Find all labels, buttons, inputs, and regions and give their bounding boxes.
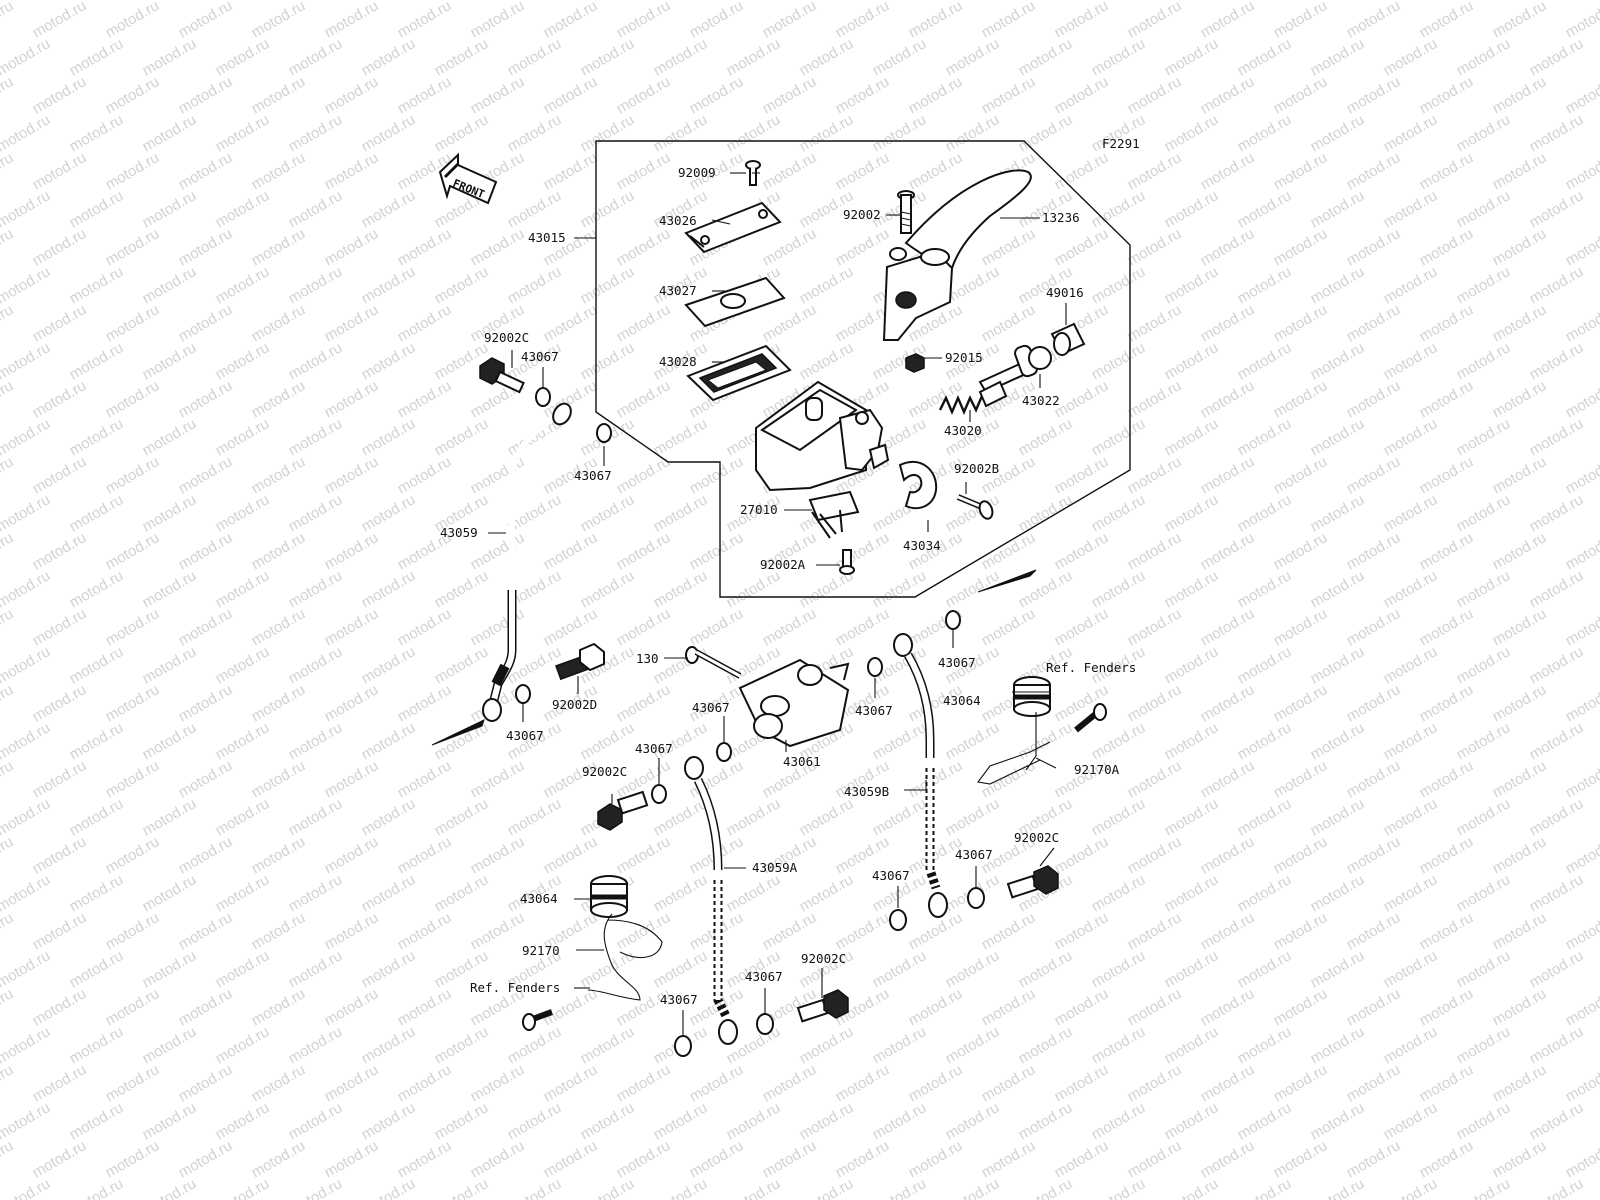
part-screw-92009 xyxy=(745,160,761,186)
part-switch-27010 xyxy=(808,490,860,539)
label-43059A: 43059A xyxy=(752,860,798,875)
front-arrow: FRONT xyxy=(438,152,498,205)
part-washer-43067-g xyxy=(651,784,667,804)
label-92002A: 92002A xyxy=(760,557,806,572)
label-43067-g: 43067 xyxy=(635,741,673,756)
hose-connection-wedge-right xyxy=(977,569,1037,593)
part-washer-43067-c xyxy=(515,684,531,704)
label-43067-l: 43067 xyxy=(745,969,783,984)
label-49016: 49016 xyxy=(1046,285,1084,300)
label-43059: 43059 xyxy=(440,525,478,540)
part-nut-92015 xyxy=(905,353,925,373)
label-43067-b: 43067 xyxy=(574,468,612,483)
label-ref-fenders-left: Ref. Fenders xyxy=(470,980,560,995)
label-92009: 92009 xyxy=(678,165,716,180)
label-43061: 43061 xyxy=(783,754,821,769)
part-washer-43067-i xyxy=(967,887,985,909)
label-43064-right: 43064 xyxy=(943,693,981,708)
label-43034: 43034 xyxy=(903,538,941,553)
part-pin-92002 xyxy=(897,190,915,234)
part-washer-43067-l xyxy=(756,1013,774,1035)
label-43015: 43015 xyxy=(528,230,566,245)
part-joint-43061 xyxy=(738,658,850,748)
label-43067-i: 43067 xyxy=(955,847,993,862)
part-bolt-92002B xyxy=(956,494,994,520)
label-92002C-bottom: 92002C xyxy=(801,951,846,966)
subassembly-frame xyxy=(595,140,1131,598)
label-92002D: 92002D xyxy=(552,697,597,712)
part-piston-43022 xyxy=(978,344,1052,394)
label-130: 130 xyxy=(636,651,659,666)
part-bolt-92002C-bottom xyxy=(796,989,849,1023)
part-bolt-92002C-mid xyxy=(597,790,649,831)
part-washer-43067-b xyxy=(596,423,612,443)
part-bolt-92002C-right xyxy=(1006,865,1059,899)
label-92170A: 92170A xyxy=(1074,762,1120,777)
part-washer-43067-k xyxy=(674,1035,692,1057)
label-43067-f: 43067 xyxy=(938,655,976,670)
part-diaphragm-43028 xyxy=(686,344,792,402)
label-92002C-top: 92002C xyxy=(484,330,529,345)
label-43028: 43028 xyxy=(659,354,697,369)
part-screw-92002A xyxy=(839,549,855,575)
part-screw-ref-left xyxy=(522,1009,554,1031)
label-92002: 92002 xyxy=(843,207,881,222)
label-43020: 43020 xyxy=(944,423,982,438)
label-43022: 43022 xyxy=(1022,393,1060,408)
part-labels: 92009 43026 43015 43027 43028 92002 1323… xyxy=(440,165,1136,1007)
part-washer-43067-f xyxy=(945,610,961,630)
label-43067-k: 43067 xyxy=(660,992,698,1007)
part-clip-92170 xyxy=(587,913,663,1001)
label-43067-h: 43067 xyxy=(872,868,910,883)
part-hose-43059A xyxy=(684,756,738,1045)
part-hose-43059 xyxy=(482,402,572,722)
part-hose-43059B xyxy=(893,633,948,918)
part-grommet-43064-right xyxy=(1013,676,1051,717)
part-bolt-92002C-top xyxy=(479,357,525,394)
label-27010: 27010 xyxy=(740,502,778,517)
label-43059B: 43059B xyxy=(844,784,889,799)
part-bolt-130 xyxy=(685,646,742,679)
label-92170: 92170 xyxy=(522,943,560,958)
label-92002C-mid: 92002C xyxy=(582,764,627,779)
part-clip-92170A xyxy=(977,712,1051,785)
part-bolt-92002D xyxy=(555,642,605,681)
label-ref-fenders-right: Ref. Fenders xyxy=(1046,660,1136,675)
label-13236: 13236 xyxy=(1042,210,1080,225)
figure-code: F2291 xyxy=(1102,136,1140,151)
part-plate-43027 xyxy=(684,276,786,328)
part-master-cylinder-body xyxy=(755,380,890,492)
label-92002B: 92002B xyxy=(954,461,999,476)
part-grommet-43064-left xyxy=(590,875,628,918)
part-boot-49016 xyxy=(1050,322,1086,356)
part-lever-13236 xyxy=(882,169,1032,341)
part-washer-43067-h xyxy=(889,909,907,931)
label-92015: 92015 xyxy=(945,350,983,365)
label-43026: 43026 xyxy=(659,213,697,228)
label-43067-d: 43067 xyxy=(692,700,730,715)
leader-lines xyxy=(488,172,1067,1036)
label-43067-e: 43067 xyxy=(855,703,893,718)
part-spring-43020 xyxy=(938,380,1008,416)
label-43067-c: 43067 xyxy=(506,728,544,743)
part-washer-43067-e xyxy=(867,657,883,677)
label-43064-left: 43064 xyxy=(520,891,558,906)
label-43027: 43027 xyxy=(659,283,697,298)
part-clamp-43034 xyxy=(898,460,938,510)
label-43067-a: 43067 xyxy=(521,349,559,364)
hose-connection-wedge-left xyxy=(431,719,485,746)
part-washer-43067-a xyxy=(535,387,551,407)
part-washer-43067-d xyxy=(716,742,732,762)
part-screw-ref-right xyxy=(1074,703,1107,733)
label-92002C-right: 92002C xyxy=(1014,830,1059,845)
